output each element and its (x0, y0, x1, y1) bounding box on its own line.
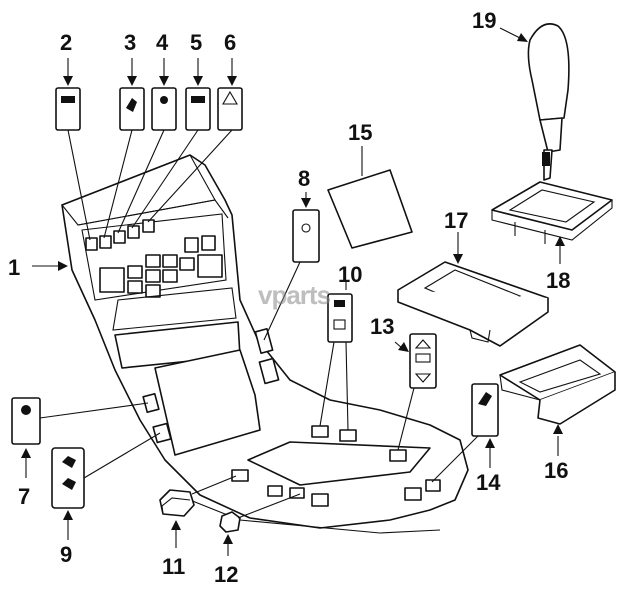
callout-15: 15 (348, 120, 372, 145)
callout-2: 2 (60, 30, 72, 55)
bracket-16 (499, 344, 616, 425)
callout-12: 12 (214, 562, 238, 587)
shift-plate-17 (397, 261, 549, 347)
seat-switch-9 (51, 447, 85, 509)
callout-6: 6 (224, 30, 236, 55)
switch-10 (327, 293, 353, 343)
callout-3: 3 (124, 30, 136, 55)
switch-4 (151, 87, 177, 131)
switch-5 (185, 87, 211, 131)
window-switch-13 (409, 333, 437, 389)
callout-19: 19 (472, 8, 496, 33)
trim-ring-18 (491, 181, 613, 244)
callout-9: 9 (60, 542, 72, 567)
mirror-switch-11 (159, 489, 195, 517)
center-console (61, 154, 469, 534)
watermark-logo: vparts (258, 280, 331, 310)
switch-3 (119, 87, 145, 131)
shift-knob-19 (527, 23, 570, 181)
callout-17: 17 (444, 208, 468, 233)
callout-10: 10 (338, 262, 362, 287)
switch-8 (292, 209, 320, 263)
callout-numbers: 1 2 3 4 5 6 7 8 9 10 11 12 13 14 15 16 1… (8, 8, 570, 587)
callout-16: 16 (544, 458, 568, 483)
callout-13: 13 (370, 314, 394, 339)
callout-1: 1 (8, 255, 20, 280)
switch-12 (219, 511, 241, 533)
leader-lines (21, 27, 565, 556)
switch-7 (11, 397, 41, 445)
callout-8: 8 (298, 166, 310, 191)
callout-18: 18 (546, 268, 570, 293)
switch-2 (55, 87, 81, 131)
callout-7: 7 (18, 484, 30, 509)
callout-11: 11 (162, 554, 185, 579)
callout-5: 5 (190, 30, 202, 55)
label-15 (327, 169, 413, 249)
callout-4: 4 (156, 30, 169, 55)
callout-14: 14 (476, 470, 501, 495)
switch-14 (471, 383, 499, 437)
switch-6 (217, 87, 243, 131)
